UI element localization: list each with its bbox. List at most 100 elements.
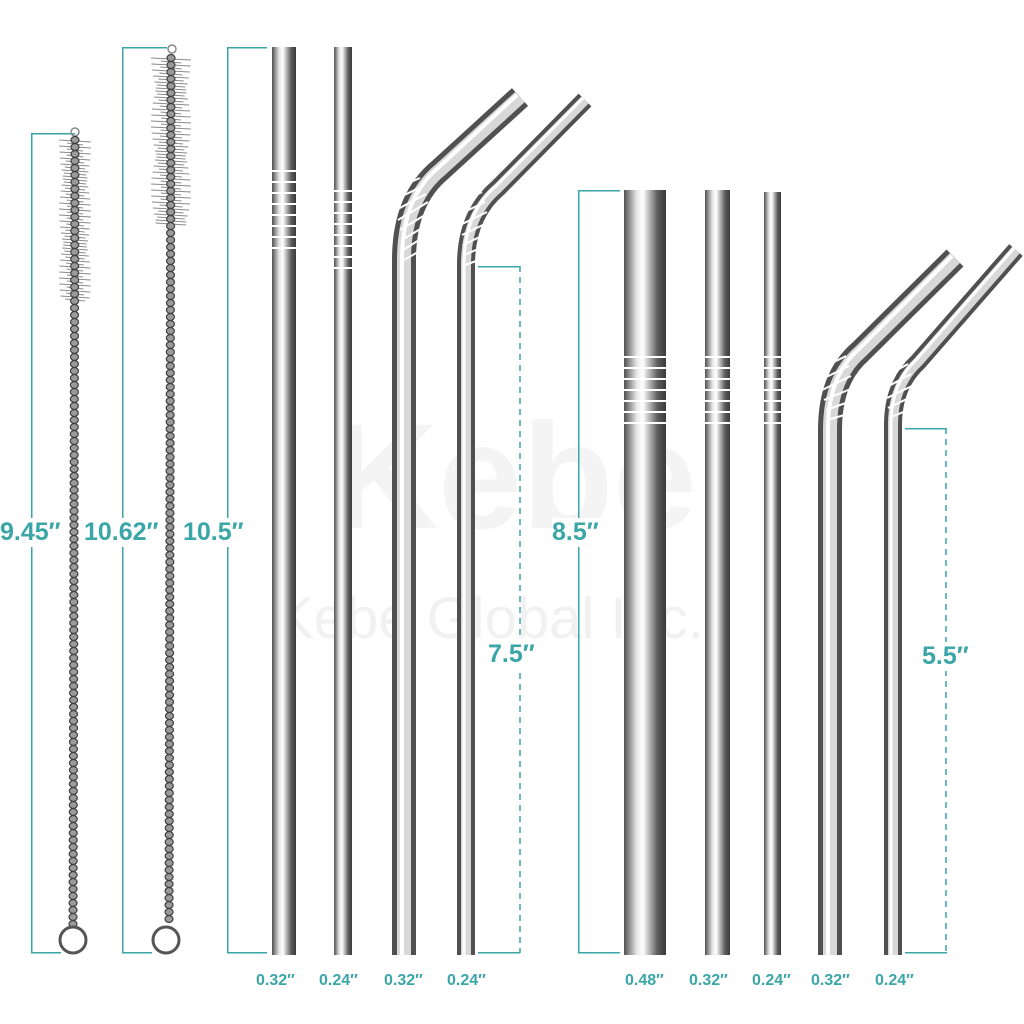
- wire-twist: [69, 639, 79, 649]
- wire-twist: [68, 702, 79, 712]
- silicone-ring: [332, 190, 354, 192]
- wire-twist: [164, 753, 174, 763]
- wire-twist: [166, 123, 176, 133]
- wire-twist: [166, 179, 176, 189]
- wire-twist: [165, 557, 175, 567]
- wire-twist: [69, 653, 79, 663]
- wire-twist: [166, 207, 176, 217]
- wire-twist: [165, 375, 175, 385]
- wire-twist: [69, 429, 79, 439]
- wire-twist: [69, 471, 79, 481]
- wire-twist: [165, 459, 175, 469]
- wire-twist: [165, 599, 175, 609]
- bend-ring: [826, 411, 856, 421]
- straw-bent-short-024: [884, 244, 1023, 955]
- silicone-ring: [762, 356, 783, 358]
- wire-twist: [166, 109, 176, 119]
- diameter-short-2: 0.32″: [689, 972, 728, 989]
- wire-twist: [68, 730, 79, 740]
- wire-twist: [68, 751, 79, 761]
- wire-twist: [165, 592, 175, 602]
- wire-twist: [164, 809, 174, 819]
- wire-twist: [165, 627, 175, 637]
- wire-twist: [69, 436, 79, 446]
- wire-twist: [164, 704, 175, 714]
- bend-ring: [882, 363, 909, 379]
- wire-twist: [69, 464, 79, 474]
- bend-ring: [823, 387, 854, 401]
- wire-twist: [69, 394, 79, 404]
- wire-twist: [165, 522, 175, 532]
- silicone-ring: [622, 422, 668, 424]
- wire-twist: [164, 900, 174, 910]
- diameter-long-2: 0.24″: [319, 972, 358, 989]
- wire-twist: [165, 494, 175, 504]
- wire-twist: [69, 555, 79, 565]
- wire-twist: [69, 527, 79, 537]
- wire-twist: [165, 424, 175, 434]
- wire-twist: [165, 606, 175, 616]
- silicone-ring: [703, 400, 732, 402]
- wire-twist: [165, 417, 175, 427]
- wire-twist: [166, 221, 176, 231]
- wire-twist: [68, 835, 78, 845]
- silicone-ring: [622, 356, 668, 358]
- wire-twist: [70, 240, 80, 250]
- wire-twist: [69, 646, 79, 656]
- wire-twist: [164, 879, 174, 889]
- wire-twist: [68, 723, 79, 733]
- wire-twist: [70, 289, 80, 299]
- wire-twist: [164, 858, 174, 868]
- wire-twist: [165, 641, 175, 651]
- wire-twist: [164, 886, 174, 896]
- wire-twist: [165, 382, 175, 392]
- silicone-ring: [332, 245, 354, 247]
- wire-twist: [68, 688, 79, 698]
- wire-twist: [70, 156, 80, 166]
- wire-twist: [165, 508, 175, 518]
- wire-twist: [69, 604, 79, 614]
- silicone-ring: [703, 378, 732, 380]
- wire-twist: [69, 625, 79, 635]
- bend-ring: [401, 221, 433, 241]
- straw-straight-short-048: [622, 190, 668, 955]
- diameter-long-3: 0.32″: [384, 972, 423, 989]
- wire-twist: [69, 303, 80, 313]
- wire-twist: [68, 772, 78, 782]
- wire-twist: [164, 662, 175, 672]
- wire-twist: [69, 422, 79, 432]
- bend-ring: [391, 177, 421, 191]
- wire-twist: [164, 823, 174, 833]
- wire-twist: [165, 270, 176, 280]
- diameter-short-1: 0.48″: [625, 972, 664, 989]
- wire-twist: [164, 739, 175, 749]
- wire-twist: [70, 226, 80, 236]
- wire-twist: [165, 319, 175, 329]
- wire-twist: [166, 81, 176, 91]
- wire-twist: [165, 452, 175, 462]
- wire-twist: [69, 513, 79, 523]
- silicone-ring: [703, 367, 732, 369]
- wire-twist: [166, 186, 176, 196]
- wire-twist: [69, 499, 79, 509]
- wire-twist: [165, 543, 175, 553]
- wire-twist: [166, 60, 176, 70]
- bend-ring: [463, 243, 491, 256]
- wire-twist: [165, 277, 176, 287]
- wire-twist: [165, 648, 175, 658]
- wire-twist: [165, 487, 175, 497]
- wire-twist: [68, 737, 79, 747]
- silicone-ring: [622, 400, 668, 402]
- wire-twist: [165, 655, 175, 665]
- wire-twist: [165, 445, 175, 455]
- wire-twist: [165, 410, 175, 420]
- wire-twist: [164, 774, 174, 784]
- wire-twist: [164, 837, 174, 847]
- bend-ring: [399, 211, 431, 231]
- wire-twist: [69, 366, 80, 376]
- wire-twist: [166, 144, 176, 154]
- wire-twist: [166, 137, 176, 147]
- silicone-ring: [332, 256, 354, 258]
- silicone-ring: [703, 356, 732, 358]
- wire-twist: [70, 191, 80, 201]
